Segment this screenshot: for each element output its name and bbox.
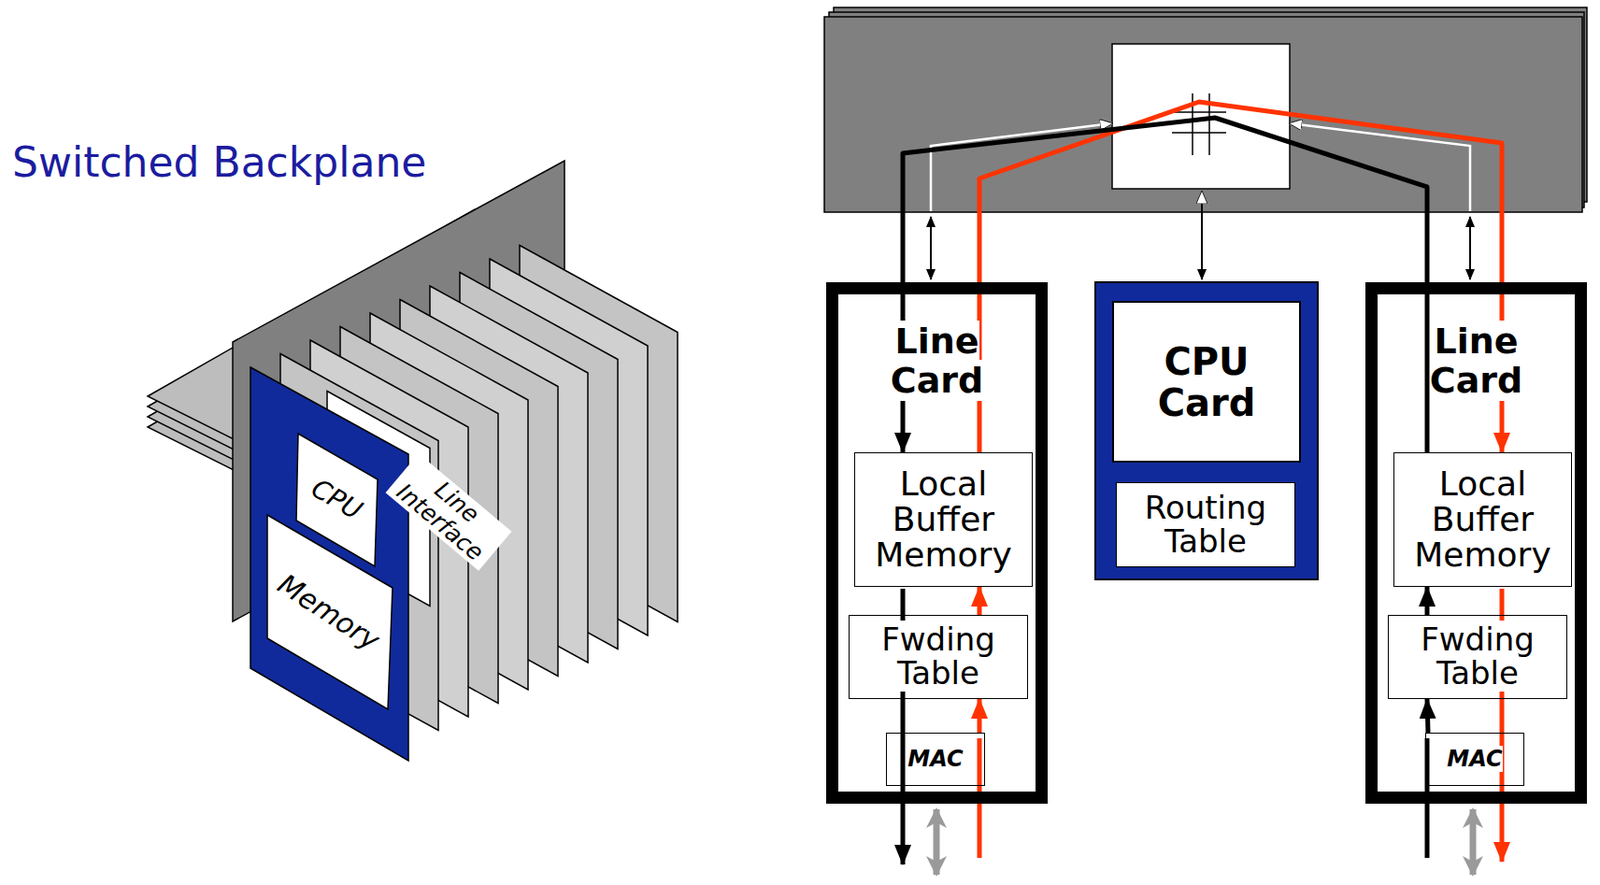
text-holder: Fwding Table: [1388, 623, 1567, 690]
packet-path: [977, 586, 983, 615]
text-holder: Local Buffer Memory: [1394, 466, 1572, 572]
text-holder: Line Card: [867, 322, 1008, 401]
box-label: Local Buffer Memory: [874, 464, 1012, 574]
box-label: Local Buffer Memory: [1414, 464, 1551, 574]
process-box: Local Buffer Memory: [1393, 452, 1572, 587]
box-label: Fwding Table: [1420, 620, 1535, 692]
mac-box: MAC: [1425, 732, 1525, 786]
packet-path: [977, 699, 983, 733]
packet-path: [979, 101, 1502, 453]
text-holder: Local Buffer Memory: [855, 466, 1032, 572]
box-label: MAC: [1446, 745, 1502, 772]
card-stack: [147, 160, 678, 761]
cpu-card-sheet: [250, 367, 409, 761]
text-holder: Line Card: [1406, 322, 1547, 401]
process-box: Local Buffer Memory: [854, 452, 1033, 587]
box-label: Fwding Table: [881, 620, 996, 692]
part-label: Line Interface: [385, 453, 513, 572]
box-label: MAC: [907, 745, 963, 772]
packet-path: [1425, 586, 1430, 615]
process-box: Routing Table: [1115, 482, 1296, 568]
switch-fabric: [1112, 43, 1290, 189]
slide-title: Switched Backplane: [12, 138, 427, 186]
card-title: Line Card: [890, 320, 984, 401]
text-holder: Routing Table: [1116, 491, 1295, 558]
text-holder: MAC: [903, 747, 967, 772]
line-card: Line CardLocal Buffer MemoryFwding Table…: [826, 282, 1048, 804]
process-box: Fwding Table: [848, 614, 1029, 700]
box-label: CPU Card: [1136, 341, 1277, 424]
cpu-card: CPU CardRouting Table: [1094, 281, 1319, 581]
part-label: Memory: [265, 563, 392, 661]
part-label: CPU: [292, 466, 380, 534]
packet-path: [1427, 699, 1429, 733]
text-holder: CPU Card: [1112, 300, 1301, 463]
control-paths: [930, 123, 1471, 280]
card-title: Line Card: [1429, 320, 1523, 401]
mac-box: MAC: [885, 732, 986, 786]
process-box: Fwding Table: [1387, 614, 1568, 700]
line-card: Line CardLocal Buffer MemoryFwding Table…: [1365, 282, 1587, 804]
backplane: [824, 7, 1587, 213]
box-label: Routing Table: [1144, 488, 1267, 560]
text-holder: Fwding Table: [849, 623, 1028, 690]
link-arrows: [936, 809, 1473, 875]
text-holder: MAC: [1442, 747, 1506, 772]
